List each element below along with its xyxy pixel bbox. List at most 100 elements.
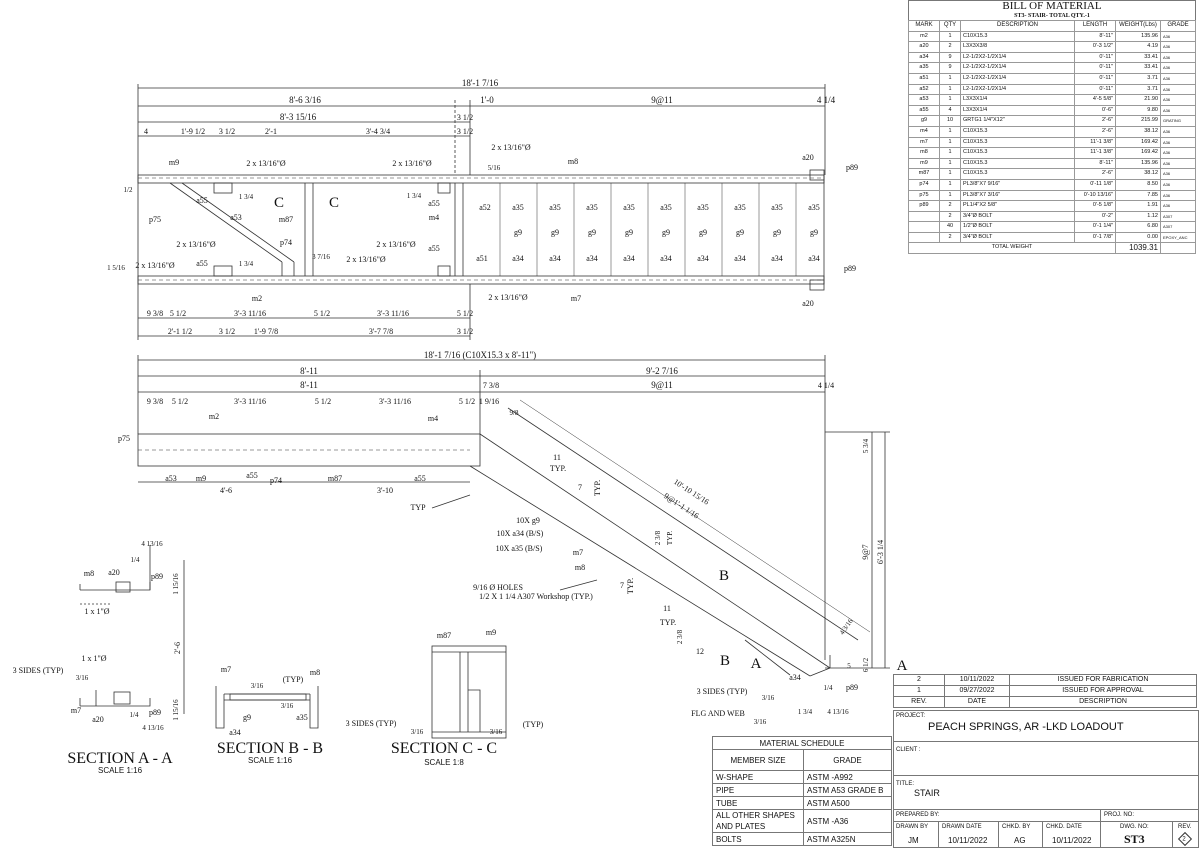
section-cut-a-left: A	[751, 656, 762, 672]
elev-dim-9at11: 9@11	[651, 380, 672, 390]
bom-cell: 1/2"Ø BOLT	[960, 221, 1075, 233]
bom-cell: 0'-5 1/8"	[1074, 200, 1116, 212]
bom-total-value: 1039.31	[1115, 242, 1161, 255]
revision-cell: 1	[893, 685, 945, 697]
bom-cell: 8'-11"	[1074, 157, 1116, 170]
material-schedule: MATERIAL SCHEDULE MEMBER SIZE GRADE W-SH…	[712, 736, 892, 846]
revision-cell: 10/11/2022	[944, 674, 1010, 686]
bom-cell	[908, 210, 940, 223]
section-bb-geometry	[215, 686, 319, 729]
bom-cell: C10X15.3	[960, 147, 1075, 159]
plan-text: 18'-1 7/16 8'-6 3/16 1'-0 9@11 4 1/4 8'-…	[107, 78, 858, 336]
rev-col-rev: REV.	[893, 696, 945, 708]
bom-cell: L2-1/2X2-1/2X1/4	[960, 83, 1075, 96]
bom-cell: 1	[939, 83, 961, 96]
material-schedule-table: MATERIAL SCHEDULE MEMBER SIZE GRADE W-SH…	[712, 736, 892, 846]
bom-cell	[908, 221, 940, 233]
elev-dim-9-8: 9/8	[510, 409, 519, 417]
plan-dim-9at11: 9@11	[651, 95, 672, 105]
plan-bot-dim-8: 3 1/2	[219, 327, 235, 336]
bay-label-a34: a34	[771, 254, 783, 263]
elevation-text: 18'-1 7/16 (C10X15.3 x 8'-11") 8'-11 9'-…	[118, 350, 908, 726]
bom-cell: m8	[908, 147, 940, 159]
bom-cell: g9	[908, 115, 940, 127]
bom-cell: a51	[908, 72, 940, 85]
bom-header-row: MARK QTY DESCRIPTION LENGTH WEIGHT(Lbs) …	[908, 20, 1196, 32]
bom-cell: A36	[1160, 200, 1196, 212]
bb-label-m8: m8	[310, 668, 320, 677]
elev-dim-9-2: 9'-2 7/16	[646, 366, 678, 376]
section-bb-scale: SCALE 1:16	[248, 756, 293, 765]
bom-cell: A36	[1160, 41, 1196, 53]
chkd-date-label: CHKD. DATE	[1046, 824, 1082, 830]
bom-cell: a55	[908, 104, 940, 117]
bom-subtitle: ST3- STAIR- TOTAL QTY.-1	[908, 12, 1196, 20]
plan-label-m9: m9	[169, 158, 179, 167]
bom-cell: 1	[939, 94, 961, 106]
bay-label-g9: g9	[588, 228, 596, 237]
bom-col-grade: GRADE	[1160, 20, 1196, 32]
elev-label-a53: a53	[165, 474, 177, 483]
bay-label-a34: a34	[697, 254, 709, 263]
bom-cell: 2	[939, 231, 961, 244]
bom-cell: 33.41	[1115, 62, 1161, 74]
bom-cell: 9	[939, 62, 961, 74]
bom-cell: 7.85	[1115, 189, 1161, 202]
cc-label-typ: (TYP)	[523, 720, 544, 729]
bb-label-3-16a: 3/16	[251, 682, 264, 690]
bom-cell: p89	[908, 200, 940, 212]
bom-cell: 9	[939, 51, 961, 64]
section-cc-geometry	[431, 645, 507, 739]
bom-cell: 1	[939, 178, 961, 191]
dwg-no-label: DWG. NO:	[1120, 824, 1149, 830]
elev-note-11: 11	[553, 453, 561, 462]
chkd-by: AG	[1014, 836, 1026, 845]
elev-label-p75: p75	[118, 434, 130, 443]
bom-cell: PL3/8"X7 3/16"	[960, 189, 1075, 202]
bom-cell: 40	[939, 221, 961, 233]
elev-note-typ-5: TYP.	[660, 618, 676, 627]
bom-cell: 0.00	[1115, 231, 1161, 244]
bom-cell: A36	[1160, 136, 1196, 149]
dwg-no: ST3	[1124, 832, 1145, 846]
bom-cell: m7	[908, 136, 940, 149]
cc-label-3-16a: 3/16	[411, 728, 424, 736]
bay-label-g9: g9	[514, 228, 522, 237]
section-cc-title: SECTION C - C	[391, 740, 497, 757]
material-schedule-cell: ASTM A53 GRADE B	[803, 783, 892, 797]
bom-cell	[908, 231, 940, 244]
aa-label-m7: m7	[71, 706, 81, 715]
elev-note-holes: 9/16 Ø HOLES	[473, 583, 523, 592]
rev-label: REV.	[1178, 824, 1192, 830]
elev-note-4-3: 4 3/16	[838, 617, 855, 636]
bom-cell: A36	[1160, 30, 1196, 43]
bom-cell: a20	[908, 41, 940, 53]
elev-note-3-16b: 3/16	[754, 718, 767, 726]
plan-side-dim-3: 1 3/4	[239, 193, 254, 201]
aa-label-a20b: a20	[92, 715, 104, 724]
revision-cell: ISSUED FOR APPROVAL	[1009, 685, 1197, 697]
plan-bot-dim-4: 5 1/2	[314, 309, 330, 318]
elev-note-2-3b: 2 3/8	[676, 629, 684, 644]
elev-dim-7-3: 7 3/8	[483, 381, 499, 390]
bom-cell: 0'-1 1/4"	[1074, 221, 1116, 233]
elev-note-9at7: 9@7	[861, 544, 870, 559]
bb-label-typ: (TYP)	[283, 675, 304, 684]
elev-label-m4: m4	[428, 414, 438, 423]
bom-cell: L3X3X1/4	[960, 104, 1075, 117]
plan-hole-note-1: 2 x 13/16"Ø	[246, 159, 285, 168]
plan-dim-4: 4	[144, 127, 148, 136]
elev-dim-1-9: 1 9/16	[479, 397, 499, 406]
cc-label-m9: m9	[486, 628, 496, 637]
